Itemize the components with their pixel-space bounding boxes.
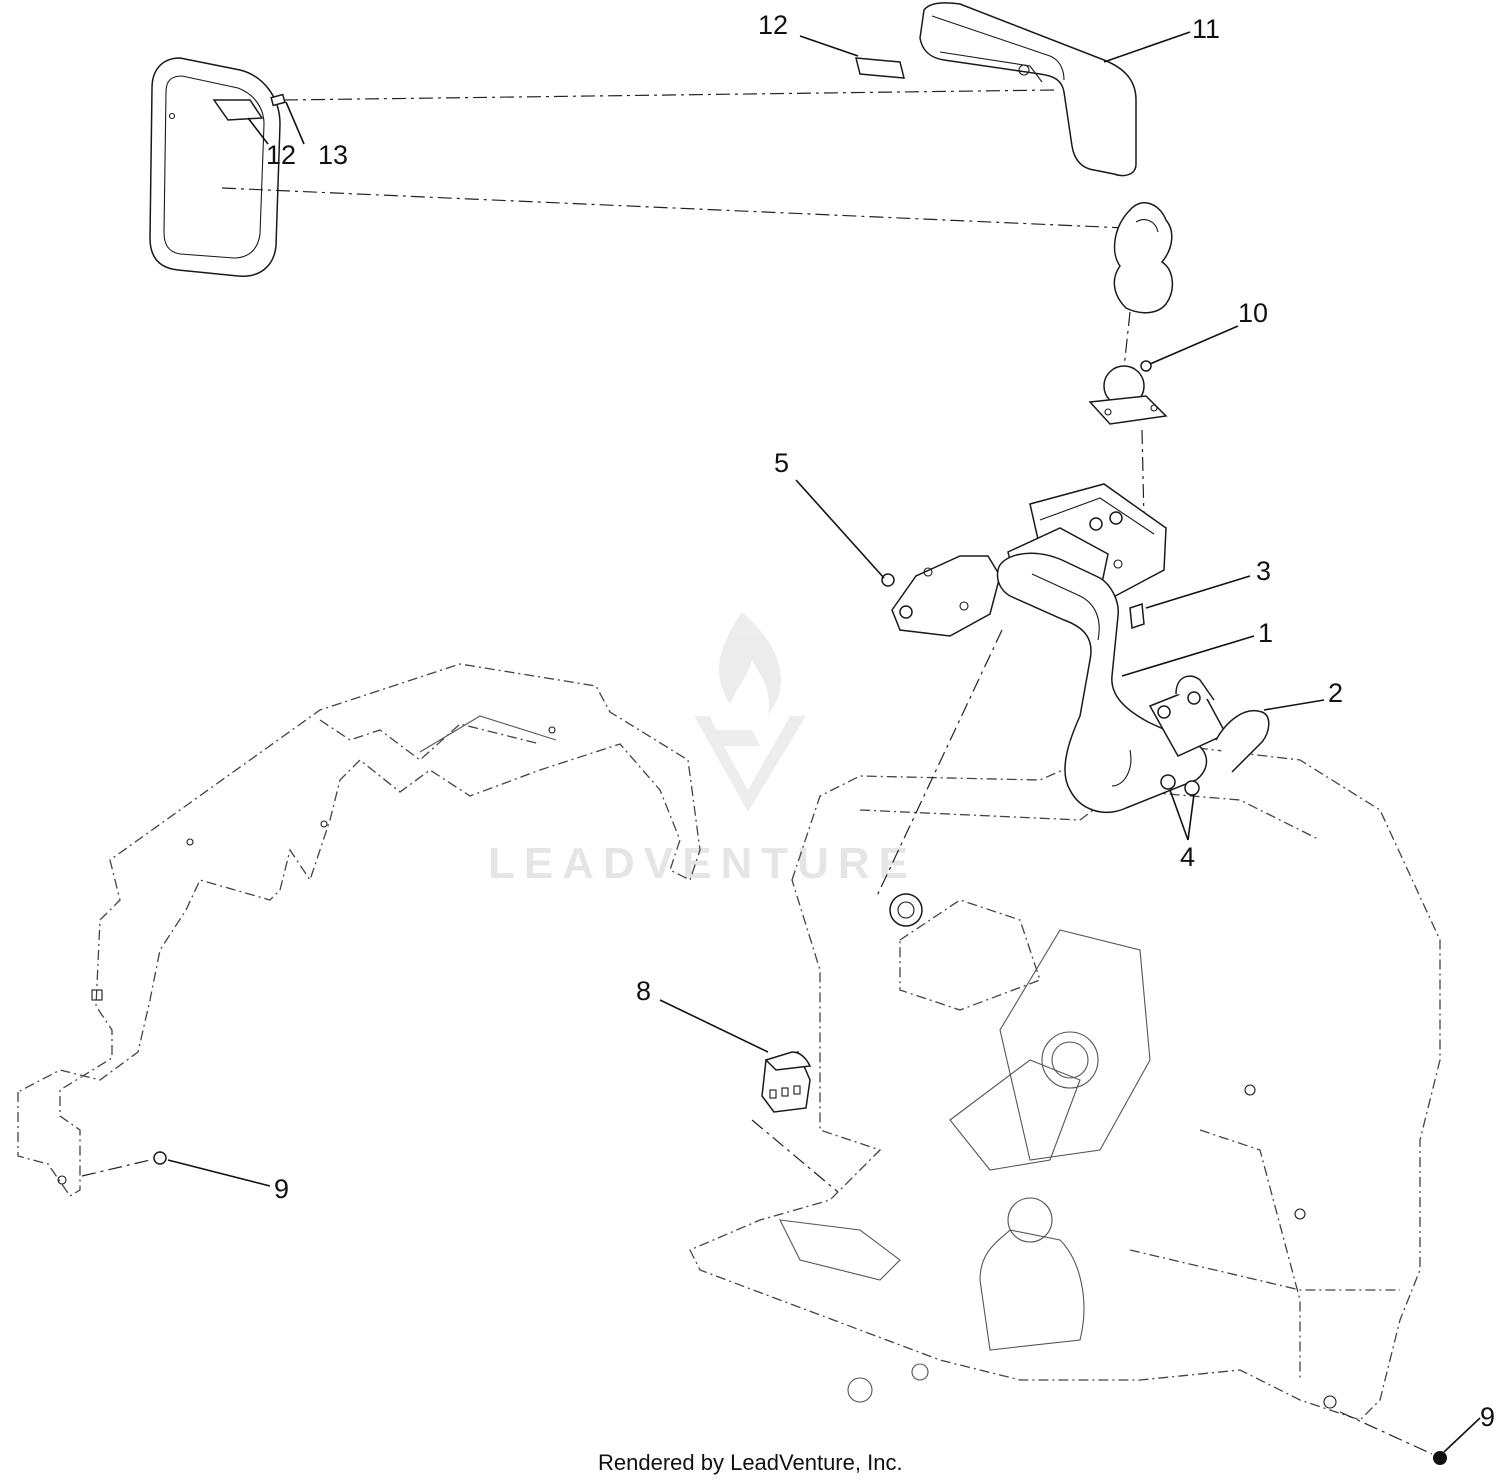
sun-visor — [919, 2, 1137, 177]
callout-4: 4 — [1180, 842, 1195, 872]
callout-2: 2 — [1328, 678, 1343, 708]
screw-13 — [270, 89, 1055, 107]
left-fender-ghost — [17, 663, 701, 1197]
callout-10: 10 — [1238, 298, 1268, 328]
callout-3: 3 — [1256, 556, 1271, 586]
fastener-9-left-leader — [81, 1159, 151, 1177]
mount-bracket-tube — [891, 483, 1208, 813]
display-screen — [149, 57, 281, 277]
ubolt-plate — [1148, 675, 1270, 796]
callout-5: 5 — [774, 448, 789, 478]
callout-8: 8 — [636, 976, 651, 1006]
pad-top — [855, 57, 905, 79]
callout-12-bottom: 12 — [266, 140, 296, 170]
render-credit: Rendered by LeadVenture, Inc. — [598, 1450, 903, 1475]
callout-9-right: 9 — [1480, 1402, 1495, 1432]
console-ghost — [689, 739, 1441, 1421]
watermark-text: LEADVENTURE — [488, 839, 917, 888]
leader-lines — [167, 31, 1481, 1453]
watermark-logo: LEADVENTURE — [488, 612, 917, 888]
switch-8 — [751, 1051, 839, 1193]
callout-13: 13 — [318, 140, 348, 170]
fastener-9-right-leader — [1339, 1411, 1433, 1455]
nuts-bolts — [875, 511, 1145, 899]
fastener-9-right — [1433, 1451, 1447, 1465]
callout-9-left: 9 — [274, 1174, 289, 1204]
callout-11: 11 — [1192, 14, 1220, 44]
fastener-9-left — [153, 1151, 167, 1165]
ball-mount — [221, 187, 1174, 521]
pad-bottom — [212, 99, 264, 121]
callout-12-top: 12 — [758, 10, 788, 40]
callout-1: 1 — [1258, 618, 1273, 648]
